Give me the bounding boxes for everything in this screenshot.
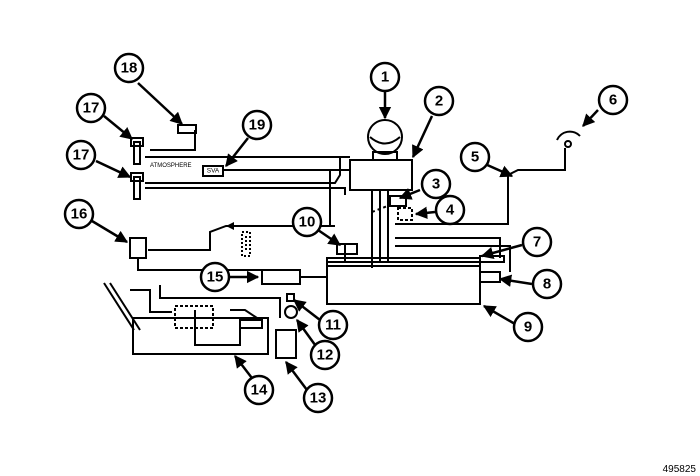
component-2-box bbox=[349, 159, 413, 191]
callout-3: 3 bbox=[420, 168, 452, 200]
callout-17-upper: 17 bbox=[75, 92, 107, 124]
callout-circles: 1 2 3 4 5 6 7 8 9 10 11 12 13 14 15 16 1… bbox=[63, 52, 629, 414]
sva-label: SVA bbox=[207, 168, 220, 175]
callout-4: 4 bbox=[434, 194, 466, 226]
callout-19: 19 bbox=[241, 109, 273, 141]
svg-text:19: 19 bbox=[249, 117, 266, 134]
svg-text:5: 5 bbox=[471, 149, 479, 166]
callout-14: 14 bbox=[243, 374, 275, 406]
svg-text:3: 3 bbox=[432, 176, 440, 193]
svg-text:4: 4 bbox=[446, 202, 455, 219]
callout-8: 8 bbox=[531, 268, 563, 300]
component-12-part bbox=[284, 305, 298, 319]
svg-text:16: 16 bbox=[71, 206, 88, 223]
component-8-part bbox=[479, 271, 501, 283]
callout-13: 13 bbox=[302, 382, 334, 414]
callout-10: 10 bbox=[291, 206, 323, 238]
text-labels: ATMOSPHERE SVA 495825 bbox=[150, 163, 696, 475]
component-1-canister bbox=[367, 119, 403, 155]
component-16-fitting bbox=[129, 237, 147, 259]
callout-6: 6 bbox=[597, 84, 629, 116]
callout-9: 9 bbox=[512, 311, 544, 343]
callout-18: 18 bbox=[113, 52, 145, 84]
svg-text:6: 6 bbox=[609, 92, 617, 109]
svg-text:10: 10 bbox=[299, 214, 316, 231]
reference-number: 495825 bbox=[663, 464, 697, 475]
hose-lines bbox=[130, 130, 566, 346]
callout-2: 2 bbox=[423, 85, 455, 117]
flow-arrow-icon bbox=[226, 222, 234, 230]
component-14-reservoir bbox=[132, 317, 269, 355]
component-11-part bbox=[286, 293, 295, 302]
component-6-sensor bbox=[556, 130, 581, 141]
sva-box bbox=[202, 165, 224, 177]
component-17-upper bbox=[133, 141, 141, 165]
svg-text:7: 7 bbox=[533, 234, 541, 251]
component-13-part bbox=[275, 329, 297, 359]
components bbox=[103, 119, 581, 359]
callout-5: 5 bbox=[459, 141, 491, 173]
callout-7: 7 bbox=[521, 226, 553, 258]
svg-text:13: 13 bbox=[310, 390, 327, 407]
component-10-part bbox=[336, 243, 358, 255]
svg-text:17: 17 bbox=[83, 100, 100, 117]
svg-text:15: 15 bbox=[207, 269, 224, 286]
svg-text:11: 11 bbox=[325, 317, 341, 334]
leader-lines bbox=[91, 82, 599, 391]
callout-11: 11 bbox=[317, 309, 349, 341]
svg-text:9: 9 bbox=[524, 319, 532, 336]
svg-text:17: 17 bbox=[73, 147, 90, 164]
callout-12: 12 bbox=[309, 339, 341, 371]
component-9-module bbox=[326, 261, 481, 305]
component-3-part bbox=[389, 195, 407, 207]
callout-1: 1 bbox=[369, 61, 401, 93]
svg-text:18: 18 bbox=[121, 60, 138, 77]
callout-17-lower: 17 bbox=[65, 139, 97, 171]
component-17-lower bbox=[133, 176, 141, 200]
svg-text:1: 1 bbox=[381, 69, 389, 86]
callout-15: 15 bbox=[199, 261, 231, 293]
svg-text:8: 8 bbox=[543, 276, 551, 293]
svg-text:12: 12 bbox=[317, 347, 334, 364]
callout-16: 16 bbox=[63, 198, 95, 230]
component-15-part bbox=[261, 269, 301, 285]
component-18-connector bbox=[177, 124, 197, 134]
svg-text:14: 14 bbox=[251, 382, 268, 399]
component-4-part bbox=[397, 207, 413, 221]
svg-text:2: 2 bbox=[435, 93, 443, 110]
atmosphere-label: ATMOSPHERE bbox=[150, 163, 192, 169]
